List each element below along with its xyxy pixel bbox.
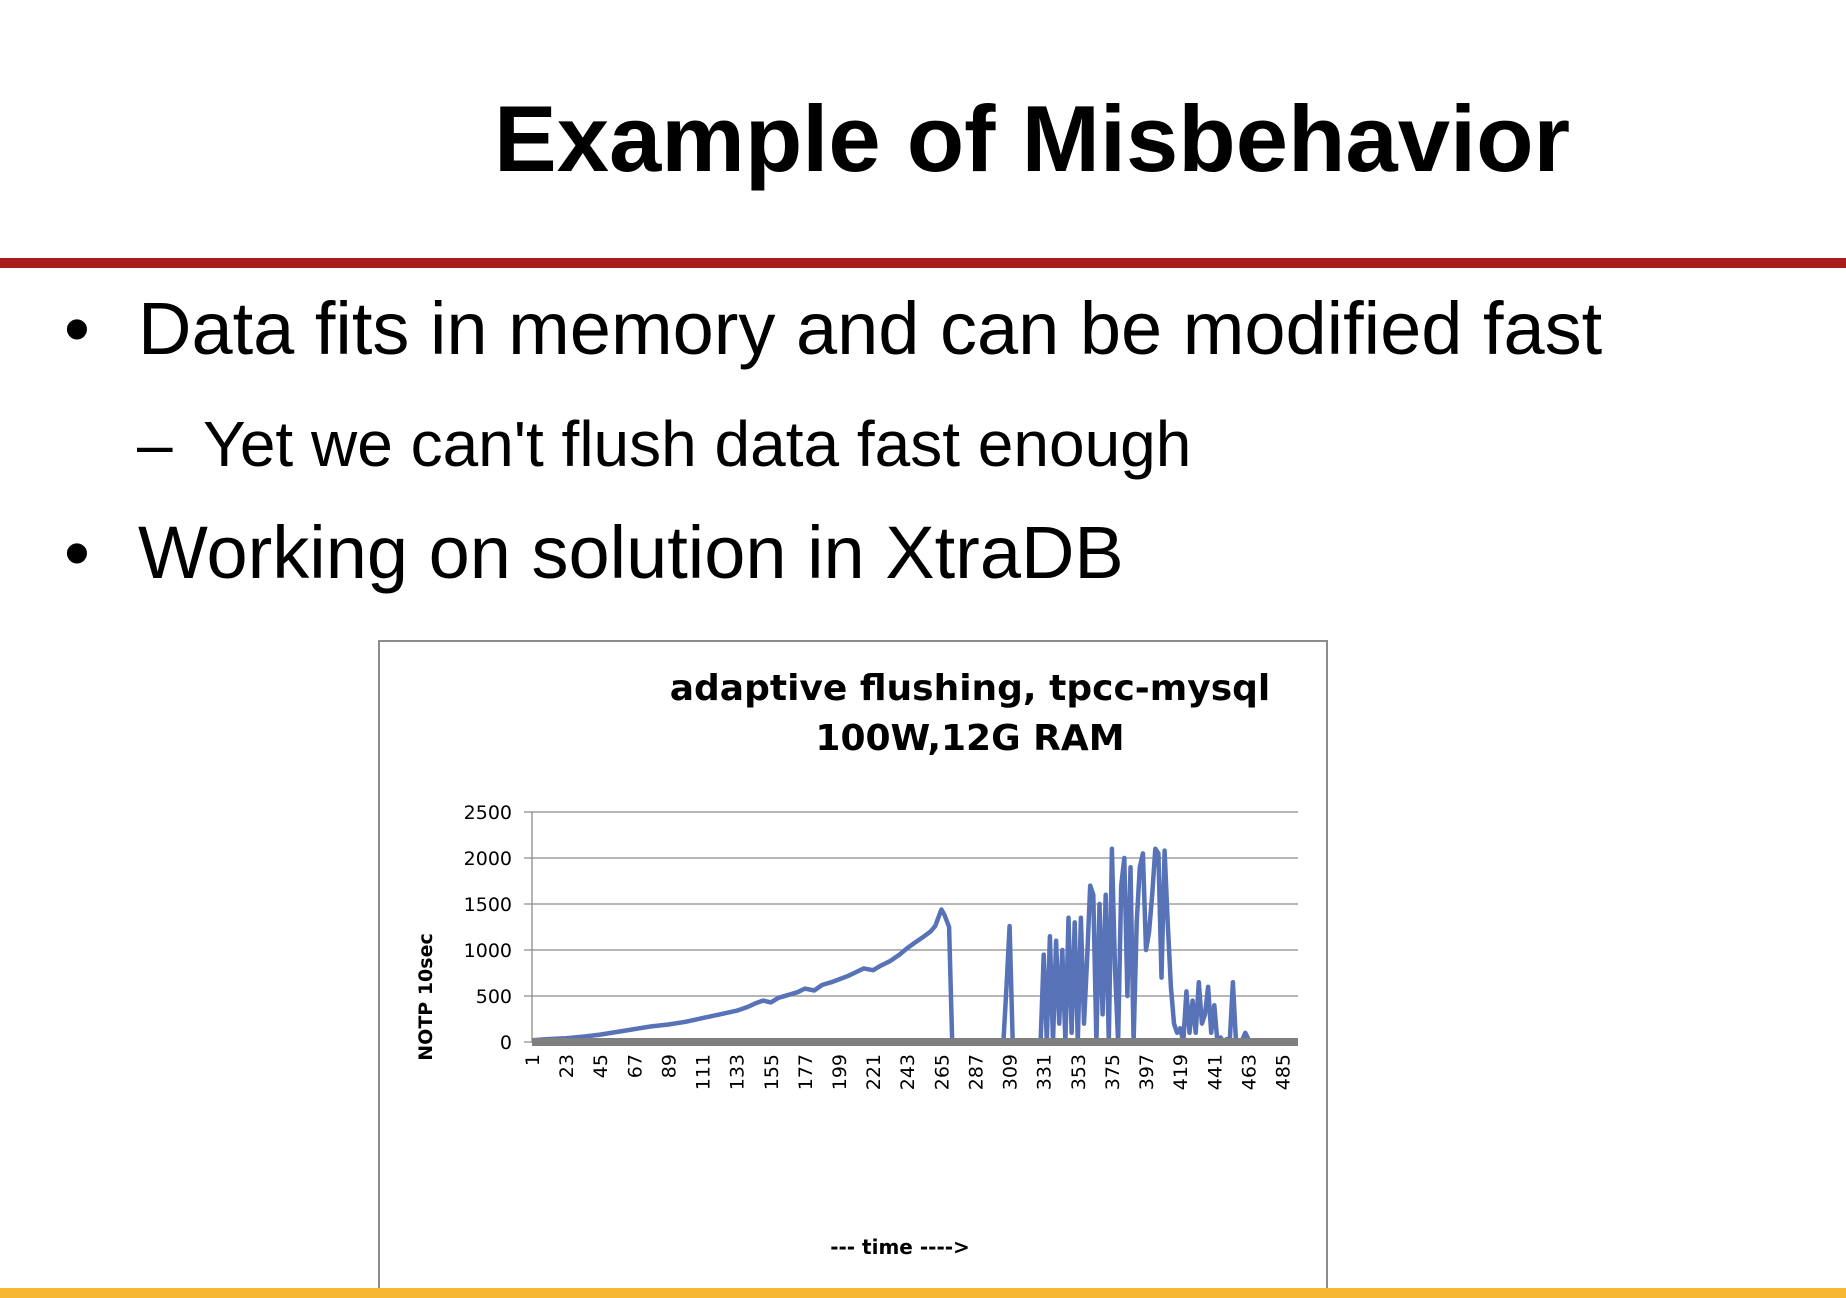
y-tick-label: 2500 xyxy=(464,802,512,824)
x-tick-label: 309 xyxy=(1000,1054,1022,1090)
x-tick-label: 177 xyxy=(795,1054,817,1090)
x-tick-label: 23 xyxy=(556,1054,578,1078)
x-tick-label: 463 xyxy=(1238,1054,1260,1090)
bullet-marker: • xyxy=(64,287,90,370)
x-tick-label: 441 xyxy=(1204,1054,1226,1090)
x-tick-label: 243 xyxy=(897,1054,919,1090)
sub-bullet-text: Yet we can't flush data fast enough xyxy=(203,408,1192,480)
y-tick-label: 500 xyxy=(476,986,512,1008)
x-tick-label: 397 xyxy=(1136,1054,1158,1090)
x-axis-label: --- time ----> xyxy=(830,1235,970,1259)
x-tick-label: 45 xyxy=(590,1054,612,1078)
chart-frame: adaptive flushing, tpcc-mysql 100W,12G R… xyxy=(378,640,1328,1292)
x-tick-label: 155 xyxy=(761,1054,783,1090)
x-tick-label: 133 xyxy=(727,1054,749,1090)
x-tick-label: 111 xyxy=(693,1054,715,1090)
bullet-marker: • xyxy=(64,511,90,594)
x-tick-label: 1 xyxy=(522,1054,544,1066)
y-axis-label: NOTP 10sec xyxy=(415,933,437,1060)
chart-subtitle: 100W,12G RAM xyxy=(815,718,1124,759)
sub-bullet-marker: – xyxy=(137,408,173,480)
x-tick-label: 331 xyxy=(1034,1054,1056,1090)
x-tick-label: 419 xyxy=(1170,1054,1192,1090)
x-tick-label: 221 xyxy=(863,1054,885,1090)
series-group xyxy=(531,846,1298,1046)
series-line xyxy=(531,846,1298,1045)
x-tick-label: 375 xyxy=(1102,1054,1124,1090)
x-tick-label: 353 xyxy=(1068,1054,1090,1090)
title-divider xyxy=(0,258,1846,268)
chart-title: adaptive flushing, tpcc-mysql xyxy=(670,668,1271,709)
gridlines xyxy=(524,811,1298,1043)
x-tick-label: 265 xyxy=(931,1054,953,1090)
footer-divider xyxy=(0,1288,1846,1298)
bullet-text: Data fits in memory and can be modified … xyxy=(138,287,1603,370)
y-tick-label: 0 xyxy=(500,1032,512,1054)
slide-title: Example of Misbehavior xyxy=(494,86,1571,191)
y-axis-ticks: 0 500 1000 1500 2000 2500 xyxy=(464,802,512,1054)
x-axis-ticks: 1 23 45 67 89 111 133 155 177 199 221 243 265 287 309 3… xyxy=(522,1054,1294,1090)
y-tick-label: 1500 xyxy=(464,894,512,916)
y-tick-label: 1000 xyxy=(464,940,512,962)
x-tick-label: 199 xyxy=(829,1054,851,1090)
x-tick-label: 287 xyxy=(965,1054,987,1090)
bullet-text: Working on solution in XtraDB xyxy=(138,511,1124,594)
x-tick-label: 89 xyxy=(658,1054,680,1078)
x-tick-label: 67 xyxy=(624,1054,646,1078)
y-tick-label: 2000 xyxy=(464,848,512,870)
x-tick-label: 485 xyxy=(1272,1054,1294,1090)
line-chart: adaptive flushing, tpcc-mysql 100W,12G R… xyxy=(415,668,1298,1259)
